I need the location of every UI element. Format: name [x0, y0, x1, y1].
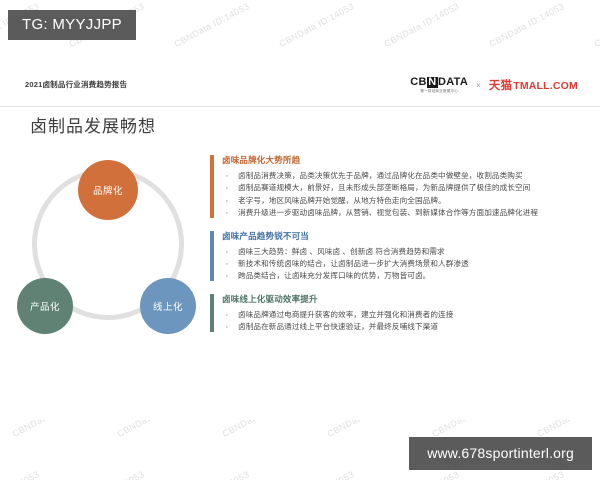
list-item: 卤制品消费决策，品类决策优先于品牌，通过品牌化在品类中做壁垒，收割品类购买 — [222, 169, 600, 185]
telegram-watermark-badge: TG: MYYJJPP — [8, 10, 136, 40]
watermark-text: CBNData ID:14053 — [172, 0, 251, 50]
insight-panels: 卤味品牌化大势所趋 卤制品消费决策，品类决策优先于品牌，通过品牌化在品类中做壁垒… — [210, 150, 600, 420]
list-item: 跨品类结合，让卤味充分发挥口味的优势，万物皆可卤。 — [222, 269, 600, 285]
diagram-node-brand-label: 品牌化 — [92, 186, 123, 197]
panel-bullets-online: 卤味品牌通过电商提升获客的效率，建立并强化和消费者的连接 卤制品在新品通过线上平… — [222, 308, 600, 336]
insight-panel-product: 卤味产品趋势锐不可当 卤味三大趋势：鲜卤 、风味卤 、创新卤 符合消费趋势和需求… — [210, 230, 600, 286]
list-item: 卤制品赛道规模大，前景好，且未形成头部垄断格局，为新品牌提供了极佳的成长空间 — [222, 181, 600, 197]
diagram-node-product-label: 产品化 — [29, 302, 60, 313]
slide-body: 品牌化 产品化 线上化 卤味品牌化大势所趋 卤制品消费决策，品类决策优先于品牌，… — [0, 150, 600, 420]
panel-title-branding: 卤味品牌化大势所趋 — [222, 155, 301, 165]
watermark-text: CBNData ID:14053 — [173, 469, 251, 480]
cbndata-text-part2: DATA — [438, 76, 469, 88]
diagram-node-brand: 品牌化 — [78, 160, 138, 220]
list-item: 卤味品牌通过电商提升获客的效率，建立并强化和消费者的连接 — [222, 308, 600, 324]
circle-diagram: 品牌化 产品化 线上化 — [0, 150, 210, 420]
panel-accent-bar-product — [210, 230, 214, 281]
tmall-english-text: TMALL.COM — [513, 80, 578, 93]
list-item: 卤制品在新品通过线上平台快速验证，并最终反哺线下渠道 — [222, 320, 600, 336]
list-item: 新技术和传统卤味的结合，让卤制品进一步扩大消费场景和人群渗透 — [222, 257, 600, 273]
site-url-badge: www.678sportinterl.org — [409, 437, 592, 470]
list-item: 消费升级进一步驱动卤味品牌，从营销、视觉包装、到新媒体合作等方面加速品牌化进程 — [222, 206, 600, 222]
header-divider — [0, 106, 600, 107]
watermark-text: CBNData ID:14053 — [277, 0, 356, 50]
list-item: 老字号，地区风味品牌开始觉醒，从地方特色走向全国品牌。 — [222, 194, 600, 210]
insight-panel-branding: 卤味品牌化大势所趋 卤制品消费决策，品类决策优先于品牌，通过品牌化在品类中做壁垒… — [210, 154, 600, 222]
watermark-text: CBNData ID:14053 — [593, 469, 600, 480]
panel-bullets-branding: 卤制品消费决策，品类决策优先于品牌，通过品牌化在品类中做壁垒，收割品类购买 卤制… — [222, 169, 600, 222]
logo-separator-icon: × — [476, 80, 481, 90]
panel-accent-bar-online — [210, 293, 214, 332]
watermark-text: CBNData ID:14053 — [68, 469, 146, 480]
panel-title-online: 卤味线上化驱动效率提升 — [222, 293, 318, 304]
watermark-text: CBNData ID:14053 — [592, 1, 600, 50]
diagram-node-online-label: 线上化 — [152, 302, 183, 313]
report-kicker: 2021卤制品行业消费趋势报告 — [25, 80, 128, 89]
diagram-node-product: 产品化 — [17, 278, 73, 334]
diagram-node-online: 线上化 — [140, 278, 196, 334]
cbndata-n-glyph: N — [427, 76, 438, 88]
list-item: 卤味三大趋势：鲜卤 、风味卤 、创新卤 符合消费趋势和需求 — [222, 245, 600, 261]
panel-bullets-product: 卤味三大趋势：鲜卤 、风味卤 、创新卤 符合消费趋势和需求 新技术和传统卤味的结… — [222, 245, 600, 286]
watermark-text: CBNData ID:14053 — [278, 469, 356, 480]
watermark-text: CBNData ID:14053 — [383, 469, 461, 480]
panel-title-product: 卤味产品趋势锐不可当 — [222, 230, 310, 241]
watermark-text: CBNData ID:14053 — [382, 0, 461, 50]
insight-panel-online: 卤味线上化驱动效率提升 卤味品牌通过电商提升获客的效率，建立并强化和消费者的连接… — [210, 293, 600, 336]
tmall-chinese-text: 天猫 — [488, 80, 513, 93]
cbndata-text-part1: CB — [410, 76, 427, 88]
cbndata-subtitle: 第一财经商业数据中心 — [420, 89, 459, 93]
watermark-text: CBNData ID:14053 — [0, 469, 41, 480]
watermark-text: CBNData ID:14053 — [487, 0, 566, 50]
watermark-text: CBNData ID:14053 — [488, 469, 566, 480]
page-title: 卤制品发展畅想 — [30, 117, 156, 136]
panel-accent-bar-branding — [210, 155, 214, 218]
